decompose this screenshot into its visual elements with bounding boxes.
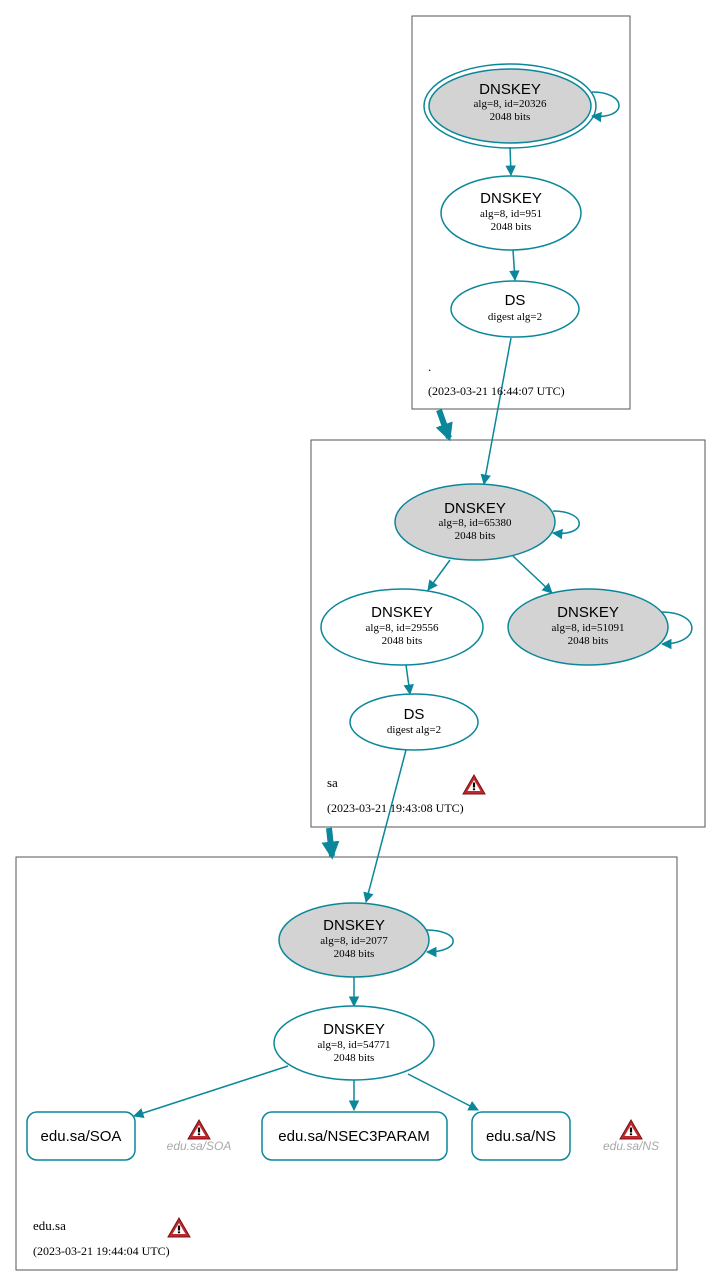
zone-name-sa: sa	[327, 775, 338, 790]
edge-root-zsk-to-ds	[509, 249, 520, 282]
node-algorithm-id: alg=8, id=951	[480, 208, 542, 220]
node-sa-ksk[interactable]: DNSKEY alg=8, id=65380 2048 bits	[394, 483, 556, 561]
node-root-zsk[interactable]: DNSKEY alg=8, id=951 2048 bits	[440, 175, 582, 251]
node-algorithm-id: alg=8, id=65380	[439, 517, 512, 529]
rrset-nsec3param[interactable]: edu.sa/NSEC3PARAM	[261, 1111, 448, 1161]
rrset-ns[interactable]: edu.sa/NS	[471, 1111, 571, 1161]
delegation-arrow-root-to-sa	[435, 408, 453, 442]
edge-sa-ksk-to-zsk	[427, 559, 451, 591]
node-algorithm-id: alg=8, id=54771	[318, 1039, 391, 1051]
self-loop-sa-ksk	[551, 510, 580, 540]
warning-triangle-icon	[619, 1119, 643, 1140]
rrset-ns-ghost[interactable]: edu.sa/NS	[603, 1119, 659, 1153]
node-key-size: 2048 bits	[490, 111, 531, 123]
zone-name-root: .	[428, 359, 431, 374]
rrset-ghost-label: edu.sa/SOA	[167, 1139, 232, 1153]
node-title: DS	[404, 706, 425, 723]
self-loop-sa-key2	[660, 611, 693, 650]
node-key-size: 2048 bits	[334, 1052, 375, 1064]
node-key-size: 2048 bits	[382, 635, 423, 647]
node-key-size: 2048 bits	[334, 948, 375, 960]
node-sa-ds[interactable]: DS digest alg=2	[349, 693, 479, 751]
node-key-size: 2048 bits	[455, 530, 496, 542]
zone-timestamp-root: (2023-03-21 16:44:07 UTC)	[428, 384, 565, 398]
rrset-label: edu.sa/SOA	[41, 1128, 122, 1145]
warning-triangle-icon[interactable]	[167, 1217, 191, 1238]
rrset-ghost-label: edu.sa/NS	[603, 1139, 659, 1153]
warning-triangle-icon[interactable]	[462, 774, 486, 795]
edge-root-ksk-to-zsk	[505, 146, 516, 177]
zone-box-root	[411, 15, 631, 410]
node-root-ksk[interactable]: DNSKEY alg=8, id=20326 2048 bits	[423, 63, 597, 149]
node-digest-alg: digest alg=2	[387, 724, 441, 736]
edge-edu-zsk-to-ns	[407, 1073, 479, 1111]
node-title: DNSKEY	[480, 190, 542, 207]
node-root-ds[interactable]: DS digest alg=2	[450, 280, 580, 338]
rrset-soa-ghost[interactable]: edu.sa/SOA	[167, 1119, 232, 1153]
node-edu-ksk[interactable]: DNSKEY alg=8, id=2077 2048 bits	[278, 902, 430, 978]
node-key-size: 2048 bits	[568, 635, 609, 647]
node-title: DNSKEY	[371, 604, 433, 621]
edge-root-ds-to-sa-ksk	[480, 337, 512, 486]
node-sa-zsk[interactable]: DNSKEY alg=8, id=29556 2048 bits	[320, 588, 484, 666]
zone-name-edu-sa: edu.sa	[33, 1218, 66, 1233]
node-edu-zsk[interactable]: DNSKEY alg=8, id=54771 2048 bits	[273, 1005, 435, 1081]
zone-timestamp-edu-sa: (2023-03-21 19:44:04 UTC)	[33, 1244, 170, 1258]
node-digest-alg: digest alg=2	[488, 311, 542, 323]
warning-triangle-icon	[187, 1119, 211, 1140]
rrset-label: edu.sa/NSEC3PARAM	[278, 1128, 429, 1145]
rrset-soa[interactable]: edu.sa/SOA	[26, 1111, 136, 1161]
rrset-label: edu.sa/NS	[486, 1128, 556, 1145]
delegation-arrow-sa-to-edu	[321, 827, 340, 860]
self-loop-root-ksk	[590, 91, 620, 123]
node-title: DNSKEY	[479, 81, 541, 98]
zone-box-edu-sa	[15, 856, 678, 1271]
node-key-size: 2048 bits	[491, 221, 532, 233]
node-title: DNSKEY	[323, 917, 385, 934]
zone-timestamp-sa: (2023-03-21 19:43:08 UTC)	[327, 801, 464, 815]
node-algorithm-id: alg=8, id=2077	[320, 935, 388, 947]
self-loop-edu-ksk	[425, 929, 454, 958]
edge-sa-ds-to-edu-ksk	[363, 749, 407, 904]
node-algorithm-id: alg=8, id=20326	[474, 98, 547, 110]
node-algorithm-id: alg=8, id=51091	[552, 622, 625, 634]
zone-box-sa	[310, 439, 706, 828]
node-title: DS	[505, 292, 526, 309]
edge-sa-zsk-to-ds	[403, 664, 414, 696]
edge-sa-ksk-to-key2	[512, 555, 553, 594]
node-algorithm-id: alg=8, id=29556	[366, 622, 439, 634]
node-title: DNSKEY	[557, 604, 619, 621]
edge-edu-zsk-to-soa	[133, 1065, 289, 1119]
node-title: DNSKEY	[323, 1021, 385, 1038]
node-sa-key2[interactable]: DNSKEY alg=8, id=51091 2048 bits	[507, 588, 669, 666]
node-title: DNSKEY	[444, 500, 506, 517]
